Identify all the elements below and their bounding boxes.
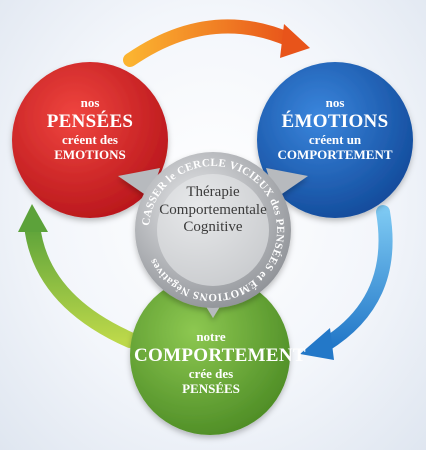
- emotions-line3: créent un: [308, 131, 362, 147]
- label-comportement: notre COMPORTEMENT crée des PENSÉES: [134, 329, 306, 397]
- pensees-line2: PENSÉES: [46, 110, 134, 132]
- center-line3: Cognitive: [183, 219, 243, 236]
- emotions-line1: nos: [325, 95, 345, 110]
- emotions-line4: COMPORTEMENT: [277, 146, 393, 162]
- label-emotions: nos ÉMOTIONS créent un COMPORTEMENT: [264, 95, 406, 163]
- center-line1: Thérapie: [186, 184, 240, 200]
- circle-comportement: [130, 275, 290, 435]
- arrow-comportement-to-pensees: [18, 204, 138, 348]
- comportement-line2: COMPORTEMENT: [134, 344, 306, 366]
- arrow-pensees-to-emotions: [123, 19, 310, 67]
- pensees-line3: créent des: [62, 131, 118, 147]
- pensees-line1: nos: [80, 95, 100, 110]
- comportement-line4: PENSÉES: [182, 380, 240, 396]
- center-circle: [118, 152, 308, 318]
- comportement-line3: crée des: [188, 365, 234, 381]
- pensees-line4: EMOTIONS: [54, 146, 126, 162]
- center-label: Thérapie Comportementale Cognitive: [155, 184, 271, 237]
- arrow-emotions-to-comportement: [300, 205, 393, 360]
- emotions-line2: ÉMOTIONS: [281, 110, 389, 132]
- comportement-line1: notre: [196, 329, 226, 344]
- center-line2: Comportementale: [159, 201, 267, 218]
- label-pensees: nos PENSÉES créent des EMOTIONS: [22, 95, 158, 163]
